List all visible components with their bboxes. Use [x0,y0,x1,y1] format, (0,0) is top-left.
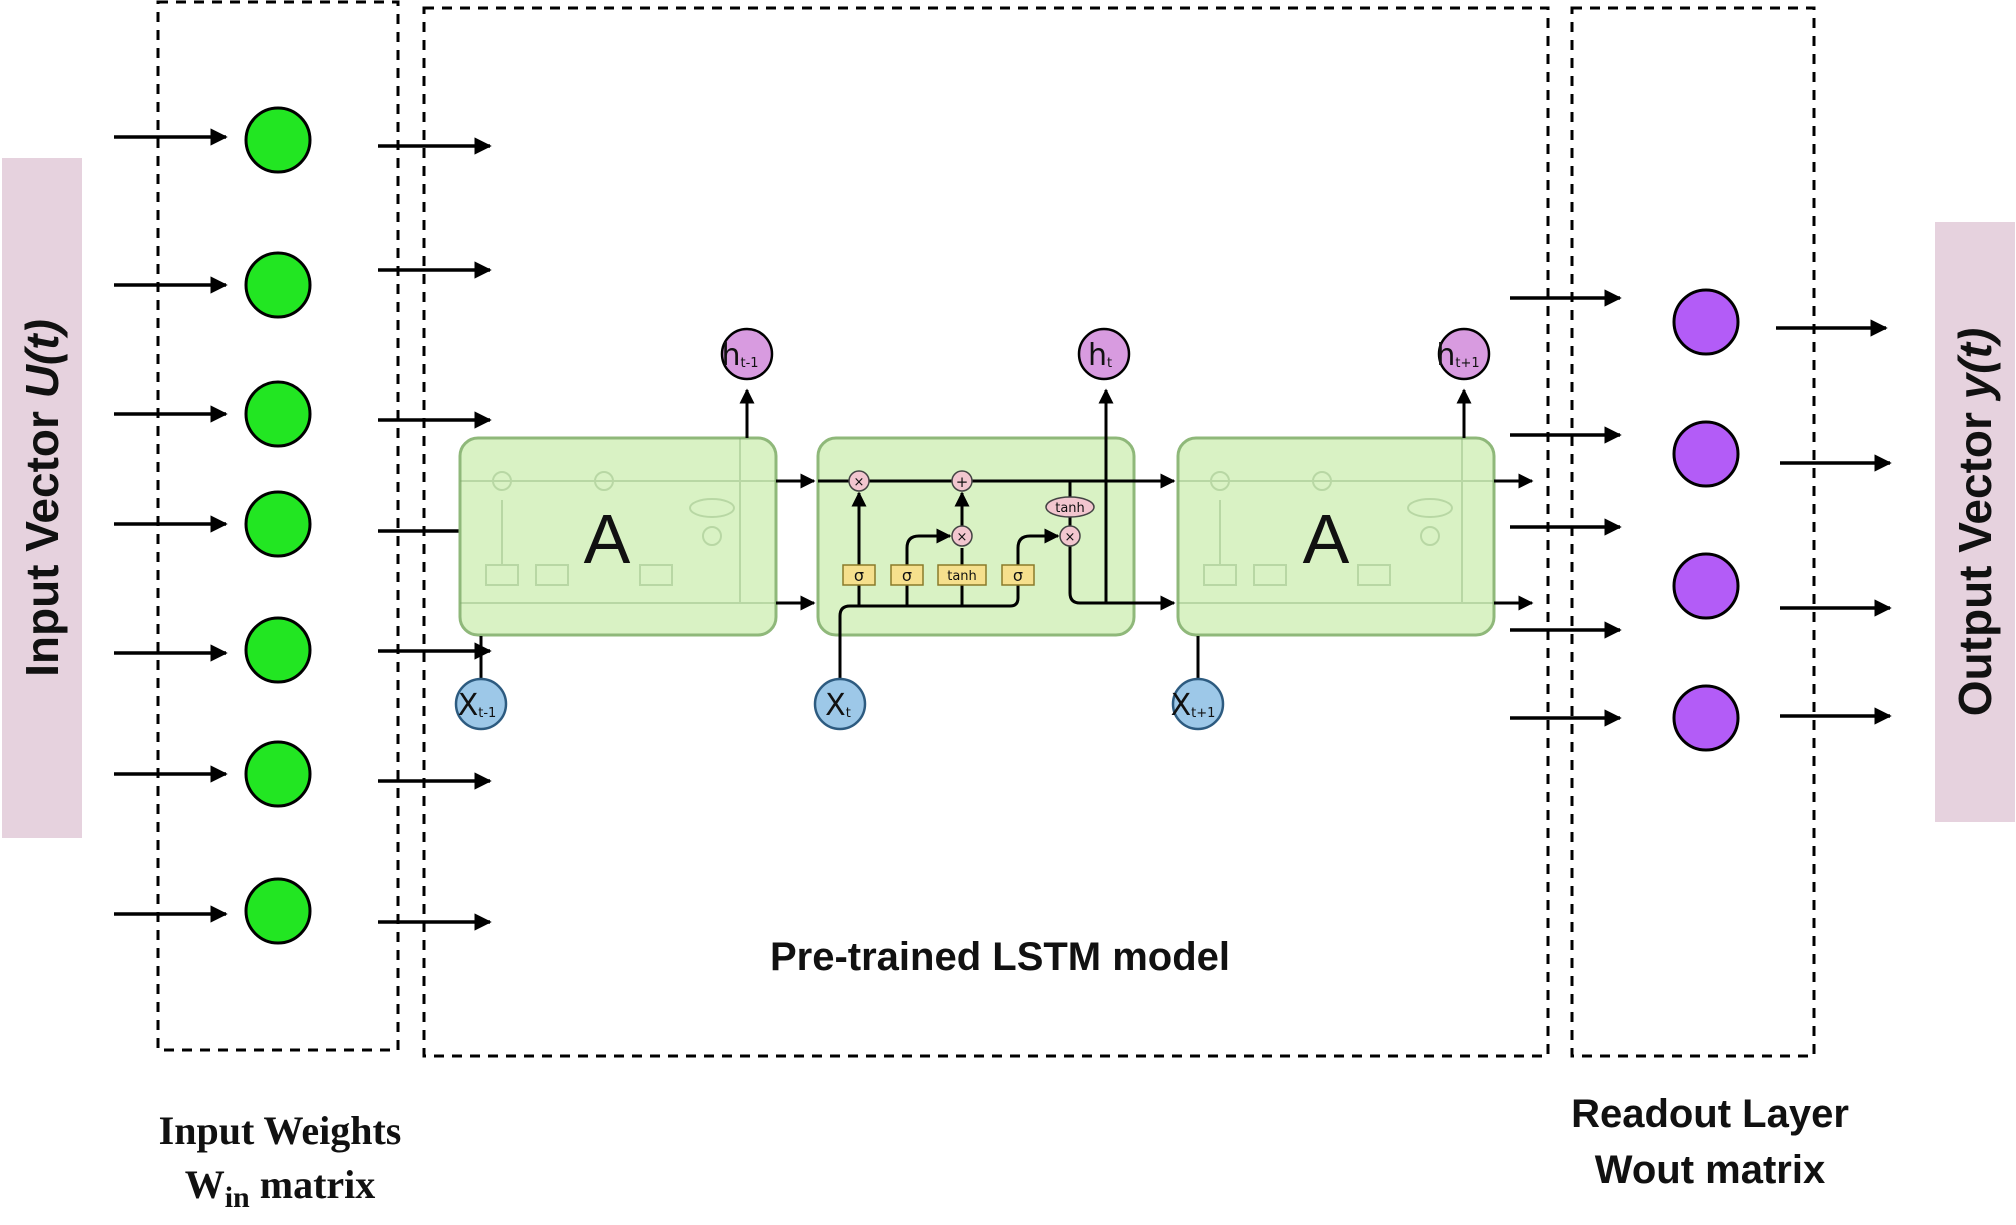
model-caption: Pre-trained LSTM model [769,935,1231,979]
input-node [244,490,312,558]
readout-caption-line1: Readout Layer [1571,1092,1849,1136]
op-multiply-forget: × [848,470,870,492]
input-x-node-current: Xt [813,677,867,731]
svg-text:tanh: tanh [1055,501,1085,516]
svg-text:×: × [957,530,968,545]
input-node [244,106,312,174]
svg-text:ht+1: ht+1 [1436,338,1479,373]
readout-input-arrows [1510,289,1622,727]
input-node [244,380,312,448]
input-vector-bar [2,158,82,838]
output-node [1672,288,1740,356]
input-node [244,877,312,945]
svg-text:Xt-1: Xt-1 [458,688,497,723]
op-cell-tanh: tanh [1045,496,1095,518]
input-node-group [114,380,492,448]
output-vector-bar [1935,222,2015,822]
lstm-block-label: A [1303,500,1350,578]
svg-text:×: × [1065,530,1076,545]
svg-text:ht: ht [1088,338,1112,373]
input-weights-suffix: matrix [249,1162,376,1207]
output-node [1672,552,1740,620]
output-node-group [1672,288,1888,356]
output-node [1672,420,1740,488]
readout-caption: Readout Layer Wout matrix [1510,1086,1910,1198]
input-weights-subscript: in [224,1181,250,1214]
input-weights-caption-line1: Input Weights [158,1108,402,1153]
output-node-group [1672,420,1892,488]
svg-text:ht-1: ht-1 [721,338,758,373]
svg-text:σ: σ [1013,566,1023,585]
input-weights-symbol: W [184,1162,225,1207]
input-node [244,616,312,684]
op-multiply-output: × [1059,525,1081,547]
readout-caption-line2: Wout matrix [1594,1148,1826,1192]
hidden-state-node-prev: ht-1 [720,327,774,381]
input-node [244,251,312,319]
input-node-group [114,251,492,319]
gate-input: σ [890,564,924,586]
input-node [244,740,312,808]
input-node-group [114,877,492,945]
svg-text:Xt: Xt [825,688,851,723]
lstm-block-next: A [1176,436,1496,637]
svg-text:σ: σ [854,566,864,585]
input-weights-box [156,0,400,1052]
input-x-node-next: Xt+1 [1171,677,1225,731]
lstm-block-current: σ σ tanh σ × + [816,388,1136,678]
op-multiply-input: × [951,525,973,547]
readout-layer-box [1570,6,1816,1058]
svg-text:tanh: tanh [947,569,977,584]
hidden-state-node-current: ht [1077,327,1131,381]
svg-text:×: × [854,475,865,490]
lstm-block-previous: A [458,436,778,637]
gate-tanh: tanh [937,564,987,586]
input-weights-caption-line2: Win matrix [100,1158,460,1225]
gate-output: σ [1001,564,1035,586]
output-node-group [1672,552,1892,620]
input-weights-caption: Input Weights Win matrix [100,1104,460,1225]
input-node-group [114,490,492,558]
output-node-group [1672,684,1892,752]
input-x-node-prev: Xt-1 [454,677,508,731]
input-node-group [114,616,492,684]
gate-forget: σ [842,564,876,586]
svg-text:Xt+1: Xt+1 [1171,688,1216,723]
input-node-group [114,106,492,174]
output-node [1672,684,1740,752]
svg-text:+: + [956,473,969,491]
lstm-block-label: A [584,500,631,578]
hidden-state-node-next: ht+1 [1436,327,1491,381]
input-node-group [114,740,492,808]
svg-text:σ: σ [902,566,912,585]
op-add: + [951,470,973,492]
